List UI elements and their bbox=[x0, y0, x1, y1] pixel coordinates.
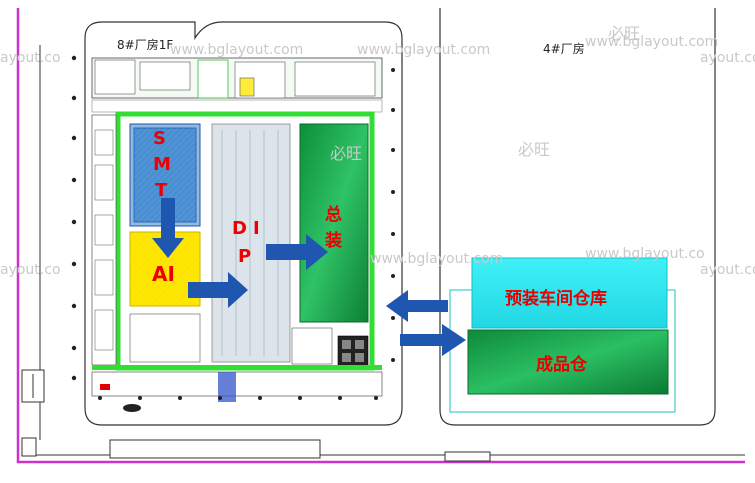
finished-goods-warehouse-box bbox=[467, 329, 669, 395]
watermark-url: ayout.co bbox=[0, 50, 61, 66]
arrow-ai-to-dip bbox=[188, 272, 248, 308]
dip-zone-box bbox=[211, 123, 291, 363]
watermark-url: ayout.co bbox=[700, 262, 755, 278]
watermark-url: www.bglayout.com bbox=[170, 42, 304, 58]
watermark-brand: 必旺 bbox=[608, 24, 641, 43]
watermark-url: www.bglayout.co bbox=[585, 246, 705, 262]
gate-block bbox=[109, 439, 321, 459]
watermark-brand: 必旺 bbox=[330, 144, 363, 163]
smt-label-s: S bbox=[153, 128, 166, 149]
dip-label-p: P bbox=[238, 246, 252, 267]
building-8-title: 8#厂房1F bbox=[117, 38, 174, 52]
assembly-zone-box bbox=[299, 123, 369, 323]
flow-arrows bbox=[152, 198, 466, 356]
arrow-smt-to-ai bbox=[152, 198, 184, 258]
watermark-url: ayout.co bbox=[0, 262, 61, 278]
dip-label-i: I bbox=[253, 218, 260, 239]
arrow-assembly-to-finished bbox=[400, 324, 466, 356]
watermark-url: www.bglayout.com bbox=[585, 34, 719, 50]
assembly-label-2: 装 bbox=[325, 231, 342, 251]
smt-label-t: T bbox=[155, 180, 168, 201]
pre-assembly-warehouse-box bbox=[471, 257, 668, 329]
ai-label: AI bbox=[152, 262, 175, 286]
assembly-label-1: 总 bbox=[325, 205, 342, 225]
finished-goods-warehouse-label: 成品仓 bbox=[536, 355, 587, 375]
pre-assembly-warehouse-label: 预装车间仓库 bbox=[505, 289, 607, 309]
dip-label-d: D bbox=[232, 218, 247, 239]
watermark-url: ayout.co bbox=[700, 50, 755, 66]
arrow-dip-to-assembly bbox=[266, 234, 328, 270]
site-boundary bbox=[16, 8, 745, 464]
arrow-warehouse-to-assembly bbox=[386, 290, 448, 322]
watermark-url: www.bglayout.com bbox=[357, 42, 491, 58]
building-4-title: 4#厂房 bbox=[543, 42, 585, 56]
watermark-url: www.bglayout.com bbox=[370, 251, 504, 267]
smt-label-m: M bbox=[153, 154, 171, 175]
watermark-brand: 必旺 bbox=[518, 140, 551, 159]
